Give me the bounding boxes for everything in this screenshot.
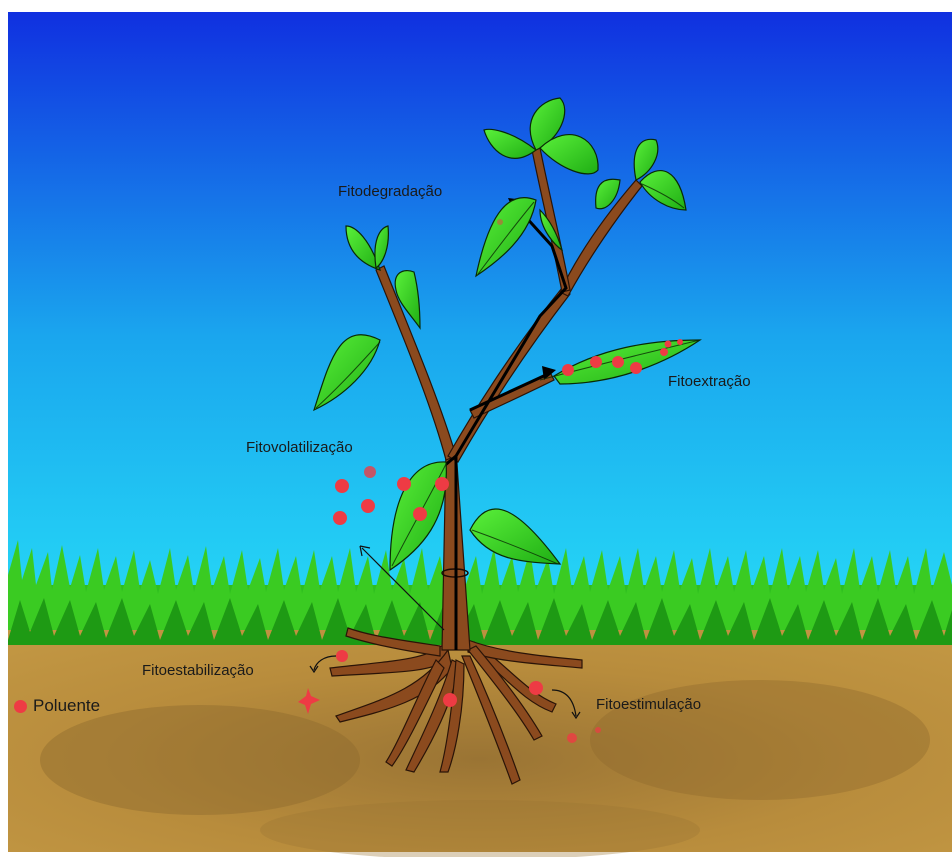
label-fitoextracao: Fitoextração [668, 374, 751, 389]
pollutant-legend-icon [14, 700, 27, 713]
legend-label: Poluente [33, 696, 100, 716]
label-fitoestimulacao: Fitoestimulação [596, 697, 701, 712]
legend: Poluente [14, 696, 100, 716]
label-fitodegradacao: Fitodegradação [338, 184, 442, 199]
label-fitovolatilizacao: Fitovolatilização [246, 440, 353, 455]
sky [8, 12, 952, 602]
label-fitoestabilizacao: Fitoestabilização [142, 663, 254, 678]
